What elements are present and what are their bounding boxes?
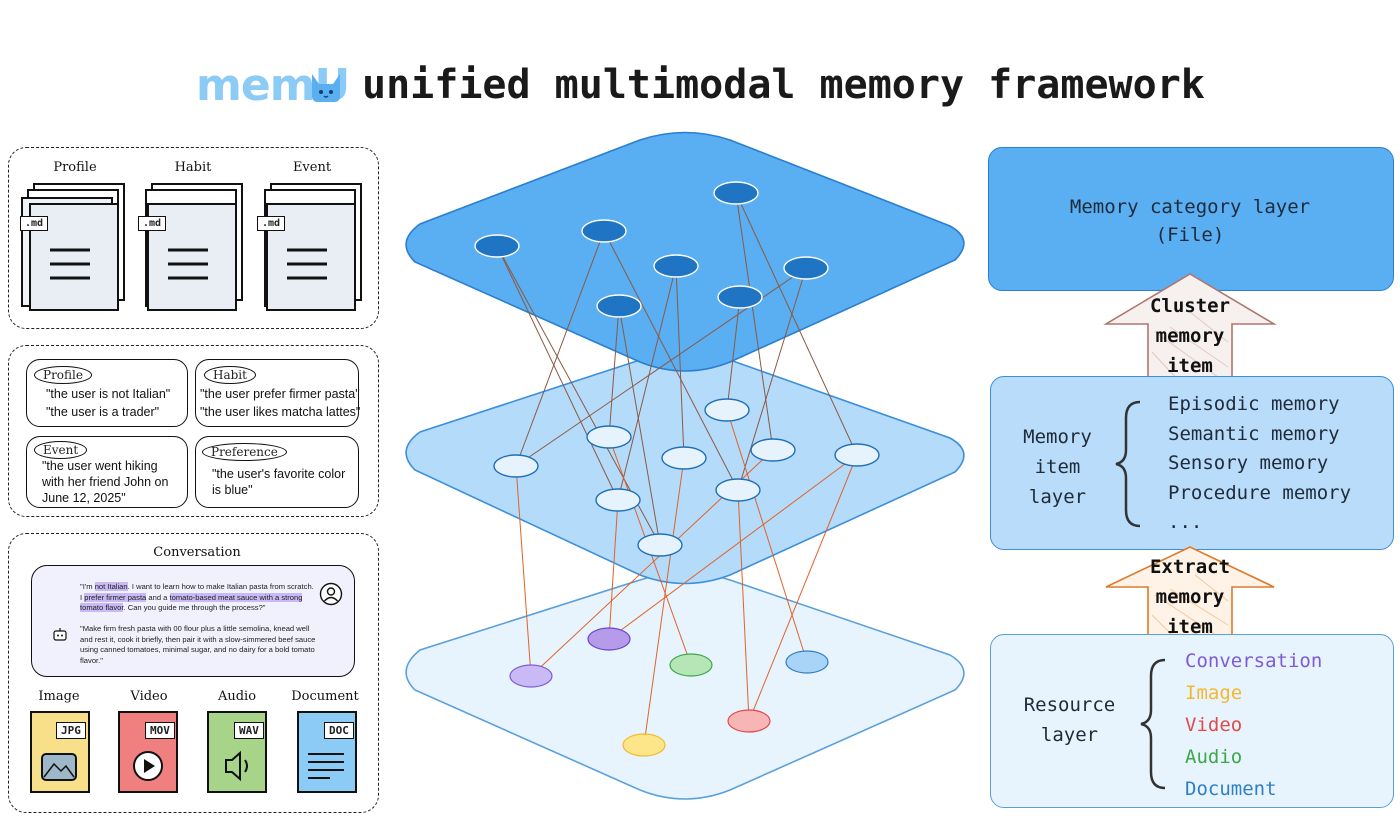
memory-category-layer-box bbox=[988, 147, 1394, 291]
title-line: Memory bbox=[1023, 426, 1092, 448]
highlight: not Italian bbox=[94, 582, 128, 591]
cluster-arrow-label: Cluster memory item bbox=[1130, 291, 1250, 381]
bot-icon bbox=[52, 626, 68, 641]
memory-item-nodes bbox=[493, 398, 880, 557]
extract-arrow-label: Extract memory item bbox=[1130, 552, 1250, 642]
memory-category-plane bbox=[405, 131, 965, 372]
card-line: "the user prefer firmer pasta" bbox=[200, 387, 360, 401]
msg-part: . Can you guide me through the process?" bbox=[123, 603, 266, 612]
extract-arrow bbox=[1105, 546, 1275, 643]
md-badge-profile: .md bbox=[20, 216, 49, 231]
page-title: unified multimodal memory framework bbox=[362, 62, 1205, 108]
resource-nodes bbox=[509, 627, 829, 757]
resource-type-video: Video bbox=[1185, 714, 1243, 736]
conversation-box bbox=[31, 565, 355, 677]
msg-part: and a bbox=[146, 592, 170, 602]
file-label-document: Document bbox=[291, 689, 359, 704]
card-line: is blue" bbox=[212, 483, 253, 497]
file-label-profile: Profile bbox=[53, 160, 97, 175]
conversation-label: Conversation bbox=[153, 545, 241, 560]
assistant-message: "Make firm fresh pasta with 00 flour plu… bbox=[80, 624, 316, 665]
memory-types-list: Episodic memory Semantic memory Sensory … bbox=[1168, 390, 1351, 538]
memory-item-layer-title: Memory item layer bbox=[1010, 422, 1105, 512]
tag-event: Event bbox=[34, 441, 88, 459]
memory-type-episodic: Episodic memory bbox=[1168, 393, 1340, 415]
memory-type-semantic: Semantic memory bbox=[1168, 422, 1340, 445]
cluster-arrow bbox=[1103, 273, 1277, 384]
file-label-event: Event bbox=[292, 160, 332, 175]
memory-type-more: ... bbox=[1168, 511, 1203, 533]
memory-category-layer-title: Memory category layer (File) bbox=[988, 195, 1392, 247]
file-label-image: Image bbox=[38, 689, 80, 704]
card-line: "the user's favorite color bbox=[212, 467, 346, 481]
card-line: "the user went hiking bbox=[42, 459, 158, 473]
ext-badge-jpg: JPG bbox=[56, 722, 86, 739]
md-badge-event: .md bbox=[257, 216, 286, 231]
resource-layer-title: Resource layer bbox=[1012, 690, 1127, 750]
ext-badge-mov: MOV bbox=[145, 722, 175, 739]
title-line: layer bbox=[1028, 486, 1087, 508]
ext-badge-doc: DOC bbox=[324, 722, 354, 739]
msg-part: . I want to learn how to make Italian pa… bbox=[80, 582, 314, 602]
resource-type-document: Document bbox=[1185, 778, 1277, 800]
file-label-habit: Habit bbox=[174, 160, 212, 175]
tag-profile: Profile bbox=[34, 366, 92, 384]
memory-type-sensory: Sensory memory bbox=[1168, 452, 1329, 474]
resource-plane bbox=[405, 571, 965, 800]
resource-type-image: Image bbox=[1185, 682, 1243, 704]
layered-memory-network bbox=[405, 131, 965, 800]
arrow-line: memory bbox=[1155, 586, 1225, 608]
card-line: "the user is not Italian" bbox=[46, 387, 171, 401]
tag-preference: Preference bbox=[202, 443, 287, 461]
brace-icon bbox=[1115, 400, 1141, 528]
title-line: (File) bbox=[1155, 224, 1225, 246]
card-line: June 12, 2025" bbox=[42, 491, 126, 505]
resource-type-conversation: Conversation bbox=[1185, 650, 1323, 672]
title-line: Resource bbox=[1023, 694, 1116, 716]
card-line: "the user likes matcha lattes" bbox=[200, 405, 361, 419]
title-line: item bbox=[1034, 456, 1081, 478]
title-line: Memory category layer bbox=[1069, 196, 1311, 218]
msg-part: "I'm bbox=[80, 582, 95, 591]
memory-type-procedure: Procedure memory bbox=[1168, 481, 1352, 504]
arrow-line: Cluster bbox=[1149, 295, 1231, 317]
resource-types-list: Conversation Image Video Audio Document bbox=[1185, 645, 1322, 805]
category-nodes bbox=[474, 181, 829, 318]
card-line: "the user is a trader" bbox=[46, 405, 160, 419]
arrow-line: item bbox=[1167, 616, 1213, 638]
file-label-video: Video bbox=[130, 689, 168, 704]
user-message: "I'm not Italian. I want to learn how to… bbox=[80, 582, 315, 614]
resource-file-icons bbox=[30, 711, 357, 793]
arrow-line: item bbox=[1167, 355, 1213, 377]
arrow-line: memory bbox=[1155, 325, 1225, 347]
markdown-file-stacks bbox=[21, 183, 362, 311]
file-label-audio: Audio bbox=[217, 689, 257, 704]
cat-face-icon bbox=[308, 70, 344, 104]
card-line: with her friend John on bbox=[42, 475, 169, 489]
user-avatar-icon bbox=[319, 582, 343, 606]
resource-layer-box bbox=[990, 634, 1394, 808]
arrow-line: Extract bbox=[1149, 556, 1231, 578]
highlight: prefer firmer pasta bbox=[84, 592, 147, 602]
tag-habit: Habit bbox=[204, 366, 256, 384]
title-line: layer bbox=[1040, 724, 1099, 746]
ext-badge-wav: WAV bbox=[234, 722, 264, 739]
md-badge-habit: .md bbox=[138, 216, 167, 231]
resource-type-audio: Audio bbox=[1185, 746, 1243, 768]
brace-icon bbox=[1140, 658, 1166, 790]
memory-item-layer-box bbox=[990, 376, 1394, 550]
